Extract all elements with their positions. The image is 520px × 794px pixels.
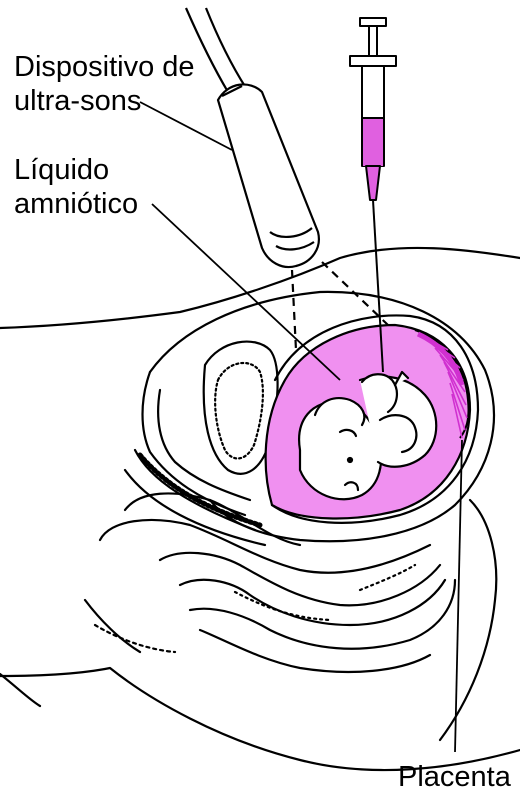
syringe-fluid [363, 118, 383, 166]
intestine-2 [100, 520, 430, 573]
label-placenta: Placenta [398, 760, 511, 794]
lower-contour-a [85, 600, 140, 652]
pelvic-fold-4 [125, 470, 265, 545]
syringe-tip [366, 166, 380, 200]
bladder-inner [215, 363, 263, 458]
body-outline-bottom [0, 668, 520, 770]
label-ultrasound-line-1: Dispositivo de [14, 50, 195, 84]
label-amniotic-fluid: Líquido amniótico [14, 153, 138, 221]
body-outline-top [0, 248, 520, 328]
syringe-plunger-rod [369, 26, 377, 56]
label-amniotic-line-2: amniótico [14, 187, 138, 221]
label-amniotic-line-1: Líquido [14, 153, 138, 187]
fetus-eye [348, 458, 352, 462]
label-ultrasound-device: Dispositivo de ultra-sons [14, 50, 195, 118]
intestine-dots [235, 592, 330, 620]
label-ultrasound-line-2: ultra-sons [14, 84, 195, 118]
intestine-4 [180, 580, 445, 625]
probe-body [218, 84, 319, 267]
body-outline-lower-back [0, 674, 40, 706]
leader-placenta [455, 440, 462, 752]
syringe-plunger-top [360, 18, 386, 26]
intestine-5 [190, 580, 455, 649]
intestine-6 [200, 630, 430, 672]
probe-cable [186, 8, 246, 92]
syringe-flange [350, 56, 396, 66]
spine-contour [440, 500, 496, 740]
